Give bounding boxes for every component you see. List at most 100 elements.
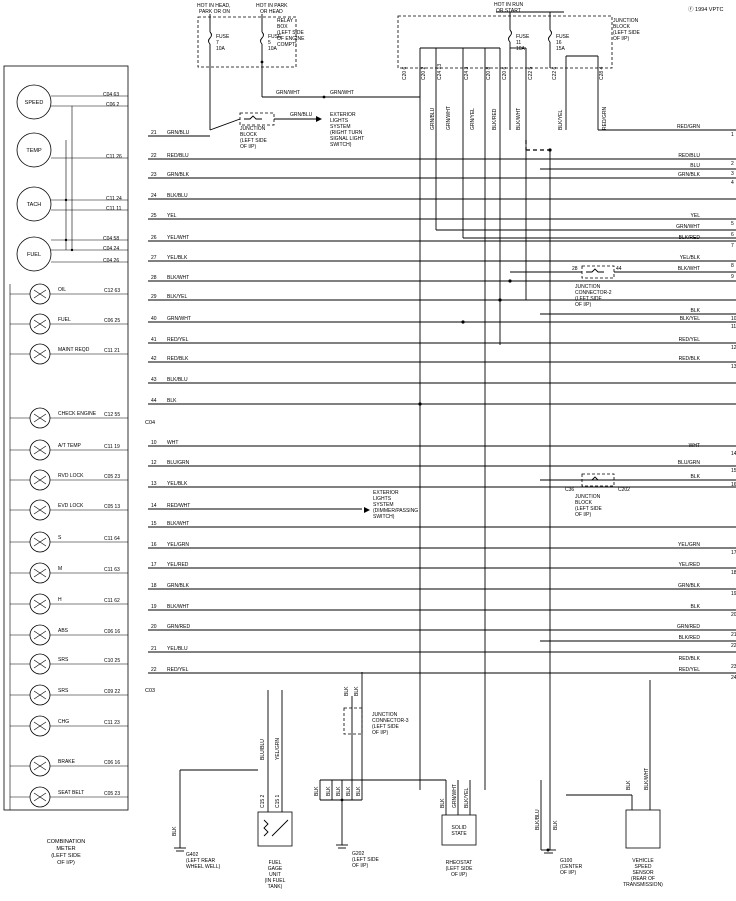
svg-text:10A: 10A — [516, 46, 526, 52]
svg-text:LIGHTS: LIGHTS — [330, 118, 349, 124]
svg-text:OF I/P): OF I/P) — [575, 302, 591, 308]
svg-text:(LEFT SIDE: (LEFT SIDE — [575, 296, 603, 302]
svg-text:BLK: BLK — [336, 786, 342, 796]
lamp-label: BRAKE — [58, 759, 76, 765]
wire-num: 14 — [151, 503, 157, 509]
svg-text:JUNCTION: JUNCTION — [372, 712, 398, 718]
hot-head-label-1: HOT IN HEAD, — [197, 3, 231, 9]
wire-color: BLK/YEL — [167, 294, 188, 300]
svg-text:(LEFT SIDE: (LEFT SIDE — [575, 506, 603, 512]
lamp-label: SRS — [58, 657, 69, 663]
junction-block-top: FUSE 11 10A FUSE 16 15A JUNCTION BLOCK (… — [397, 11, 641, 80]
lamp-pin: C11 63 — [104, 567, 120, 573]
lamp-label: A/T TEMP — [58, 443, 82, 449]
wire-num: 15 — [731, 468, 736, 474]
wire-color: YEL/BLK — [680, 255, 701, 261]
svg-text:C20 6: C20 6 — [502, 66, 508, 80]
svg-text:SYSTEM: SYSTEM — [373, 502, 394, 508]
wire-color: GRN/WHT — [676, 224, 700, 230]
svg-text:OF I/P): OF I/P) — [451, 872, 467, 878]
lamp-label: EVD LOCK — [58, 503, 84, 509]
wire-num: 6 — [731, 232, 734, 238]
wire-num: 5 — [731, 221, 734, 227]
wire-color: GRN/BLK — [678, 172, 701, 178]
svg-text:C04 26: C04 26 — [103, 258, 119, 264]
svg-text:YEL/GRN: YEL/GRN — [275, 738, 281, 760]
wire-num: 12 — [731, 345, 736, 351]
relay-box-name-1: RELAY — [277, 18, 294, 24]
svg-text:C20 2: C20 2 — [421, 66, 427, 80]
wire-color: BLK/WHT — [167, 604, 189, 610]
wire-num: 21 — [151, 130, 157, 136]
svg-text:16: 16 — [556, 40, 562, 46]
wire-color: YEL/WHT — [167, 235, 189, 241]
svg-text:BLK/BLU: BLK/BLU — [535, 809, 541, 830]
wire-color: BLK/BLU — [167, 377, 188, 383]
wire-color: RED/YEL — [679, 667, 701, 673]
wire-color: RED/YEL — [167, 667, 189, 673]
svg-text:RED/GRN: RED/GRN — [602, 107, 608, 130]
svg-text:OF I/P): OF I/P) — [575, 512, 591, 518]
wire-color: YEL — [167, 213, 177, 219]
svg-text:(LEFT SIDE: (LEFT SIDE — [613, 30, 641, 36]
svg-text:GRN/BLU: GRN/BLU — [430, 107, 436, 130]
wire-color: BLK — [691, 604, 701, 610]
hot-run-label-2: OR START — [496, 8, 521, 14]
wire-color: RED/BLK — [679, 656, 701, 662]
tach-gauge: TACH — [16, 186, 52, 222]
wire-color: YEL/BLK — [167, 255, 188, 261]
wire-num: 26 — [151, 235, 157, 241]
svg-text:METER: METER — [56, 846, 75, 852]
svg-text:C11 11: C11 11 — [106, 206, 122, 212]
wire-color: BLU/GRN — [678, 460, 701, 466]
svg-text:(IN FUEL: (IN FUEL — [265, 878, 286, 884]
wire-num: 16 — [151, 542, 157, 548]
svg-text:OF I/P): OF I/P) — [57, 860, 75, 866]
wire-num: 27 — [151, 255, 157, 261]
svg-text:BLU/BLU: BLU/BLU — [260, 739, 266, 760]
svg-text:C04 24: C04 24 — [103, 246, 119, 252]
svg-text:RHEOSTAT: RHEOSTAT — [446, 860, 472, 866]
svg-text:BLK/YEL: BLK/YEL — [558, 109, 564, 130]
connector-c03: C03 — [145, 688, 155, 694]
svg-text:UNIT: UNIT — [269, 872, 281, 878]
svg-text:STATE: STATE — [451, 831, 467, 837]
wire-color: BLU — [690, 163, 700, 169]
svg-text:(CENTER: (CENTER — [560, 864, 583, 870]
svg-text:BLK: BLK — [344, 686, 350, 696]
hot-run-label-1: HOT IN RUN — [494, 2, 523, 8]
wire-num: 40 — [151, 316, 157, 322]
wire-num: 20 — [731, 612, 736, 618]
wire-color: BLK — [167, 398, 177, 404]
svg-text:SYSTEM: SYSTEM — [330, 124, 351, 130]
wire-color: RED/BLK — [167, 356, 189, 362]
svg-text:(LEFT REAR: (LEFT REAR — [186, 858, 215, 864]
wire-color: BLK/YEL — [680, 316, 701, 322]
ext-lights-1: EXTERIOR — [330, 112, 356, 118]
wire-num: 4 — [731, 180, 734, 186]
svg-text:GRN/BLU: GRN/BLU — [290, 112, 313, 118]
wire-num: 9 — [731, 274, 734, 280]
wire-num: 13 — [731, 364, 736, 370]
lamp-pin: C05 23 — [104, 474, 120, 480]
wire-color: YEL — [691, 213, 701, 219]
wire-color: BLK/RED — [679, 235, 701, 241]
svg-text:G202: G202 — [352, 851, 364, 857]
svg-text:G100: G100 — [560, 858, 572, 864]
wire-num: 19 — [151, 604, 157, 610]
svg-text:C11 24: C11 24 — [106, 196, 122, 202]
